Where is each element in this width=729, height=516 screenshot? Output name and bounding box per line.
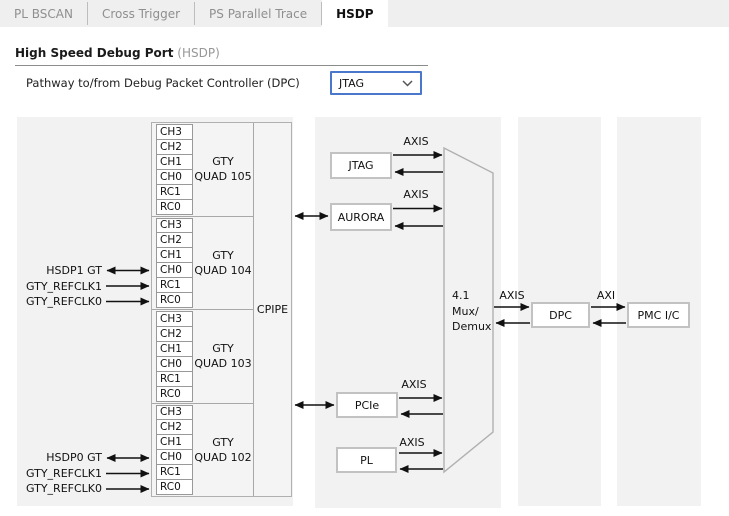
gty-channel-cell: CH1 (156, 434, 193, 450)
gty-channel-cell: CH0 (156, 356, 193, 372)
gty-channel-cell: CH2 (156, 419, 193, 435)
port-label-gty-refclk0: GTY_REFCLK0 (14, 295, 102, 308)
gty-channel-cell: RC1 (156, 277, 193, 293)
gty-quad-label: GTY QUAD 104 (193, 217, 253, 310)
gty-channel-cell: CH2 (156, 232, 193, 248)
gty-channel-cell: CH0 (156, 169, 193, 185)
gty-quads-block: CH3 CH2 CH1 CH0 RC1 RC0 GTY QUAD 105 CH3… (151, 122, 292, 497)
pmc-ic-block: PMC I/C (627, 302, 690, 328)
channel-column: CH3 CH2 CH1 CH0 RC1 RC0 (156, 404, 193, 497)
pcie-block: PCIe (336, 392, 398, 418)
mux-demux-label: 4.1 Mux/ Demux (452, 288, 491, 335)
gty-channel-cell: CH3 (156, 218, 193, 234)
axis-label-pl: AXIS (399, 436, 424, 449)
gty-channel-cell: RC0 (156, 386, 193, 402)
gty-channel-cell: CH1 (156, 341, 193, 357)
axis-label-pcie: AXIS (401, 378, 426, 391)
gty-channel-cell: RC1 (156, 464, 193, 480)
quad-label-line1: GTY (212, 435, 234, 450)
quad-label-line1: GTY (212, 154, 234, 169)
port-label-hsdp1-gt: HSDP1 GT (14, 264, 102, 277)
mux-label-line3: Demux (452, 319, 491, 335)
quad-label-line1: GTY (212, 248, 234, 263)
port-label-gty-refclk0: GTY_REFCLK0 (14, 482, 102, 495)
gty-channel-cell: RC0 (156, 292, 193, 308)
dpc-block: DPC (531, 302, 590, 328)
cpipe-block: CPIPE (253, 123, 291, 496)
gty-channel-cell: RC0 (156, 199, 193, 215)
quad-label-line2: QUAD 104 (194, 263, 251, 278)
gty-quad-label: GTY QUAD 105 (193, 123, 253, 216)
gty-channel-cell: RC0 (156, 479, 193, 495)
quad-label-line2: QUAD 103 (194, 356, 251, 371)
gty-channel-cell: RC1 (156, 184, 193, 200)
axis-label-jtag: AXIS (403, 135, 428, 148)
gty-channel-cell: CH2 (156, 139, 193, 155)
gty-channel-cell: CH2 (156, 326, 193, 342)
aurora-block: AURORA (330, 203, 392, 231)
gty-quad-102: CH3 CH2 CH1 CH0 RC1 RC0 GTY QUAD 102 (152, 404, 253, 497)
gty-quads: CH3 CH2 CH1 CH0 RC1 RC0 GTY QUAD 105 CH3… (152, 123, 253, 496)
axis-label-aurora: AXIS (403, 188, 428, 201)
port-label-gty-refclk1: GTY_REFCLK1 (14, 280, 102, 293)
gty-channel-cell: CH3 (156, 311, 193, 327)
port-label-hsdp0-gt: HSDP0 GT (14, 451, 102, 464)
gty-quad-103: CH3 CH2 CH1 CH0 RC1 RC0 GTY QUAD 103 (152, 310, 253, 404)
gty-channel-cell: CH3 (156, 405, 193, 421)
axi-label-dpc-pmc: AXI (597, 289, 615, 302)
gty-channel-cell: CH1 (156, 247, 193, 263)
gty-quad-label: GTY QUAD 103 (193, 310, 253, 403)
channel-column: CH3 CH2 CH1 CH0 RC1 RC0 (156, 217, 193, 310)
gty-channel-cell: CH1 (156, 154, 193, 170)
quad-label-line1: GTY (212, 341, 234, 356)
port-label-gty-refclk1: GTY_REFCLK1 (14, 467, 102, 480)
axis-label-mux-dpc: AXIS (499, 289, 524, 302)
mux-label-line1: 4.1 (452, 288, 491, 304)
jtag-block: JTAG (330, 152, 392, 179)
gty-channel-cell: CH0 (156, 449, 193, 465)
channel-column: CH3 CH2 CH1 CH0 RC1 RC0 (156, 310, 193, 403)
gty-channel-cell: CH0 (156, 262, 193, 278)
gty-channel-cell: RC1 (156, 371, 193, 387)
gty-channel-cell: CH3 (156, 124, 193, 140)
gty-quad-104: CH3 CH2 CH1 CH0 RC1 RC0 GTY QUAD 104 (152, 217, 253, 311)
quad-label-line2: QUAD 102 (194, 450, 251, 465)
pl-block: PL (336, 447, 397, 473)
gty-quad-label: GTY QUAD 102 (193, 404, 253, 497)
mux-label-line2: Mux/ (452, 304, 491, 320)
quad-label-line2: QUAD 105 (194, 169, 251, 184)
gty-quad-105: CH3 CH2 CH1 CH0 RC1 RC0 GTY QUAD 105 (152, 123, 253, 217)
channel-column: CH3 CH2 CH1 CH0 RC1 RC0 (156, 123, 193, 216)
